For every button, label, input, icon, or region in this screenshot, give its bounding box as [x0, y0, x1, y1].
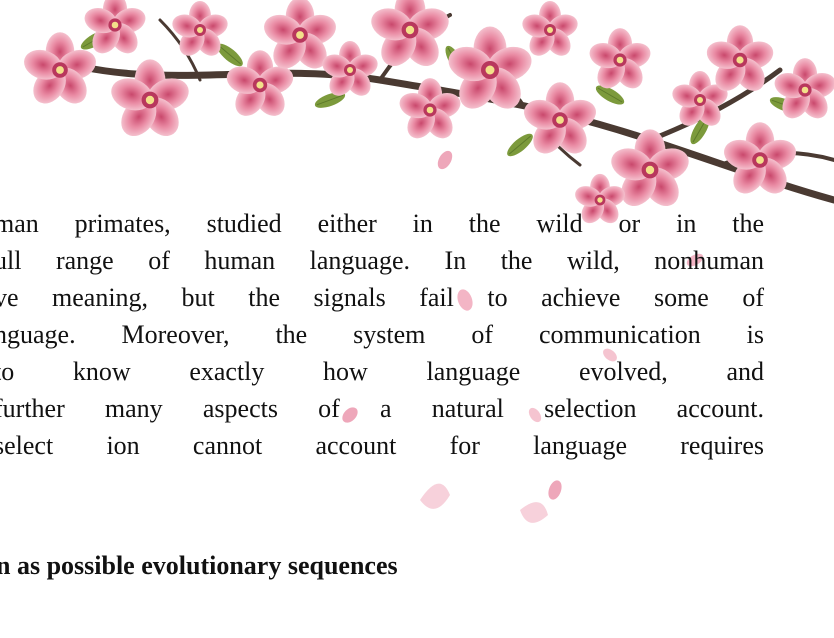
paragraph-line: ull range of human language. In the wild… [0, 246, 764, 275]
paragraph-line: man primates, studied either in the wild… [0, 209, 764, 238]
falling-petal-decoration [342, 150, 704, 523]
section-heading: n as possible evolutionary sequences [0, 551, 398, 580]
paragraph-line: further many aspects of a natural select… [0, 394, 764, 423]
paragraph-line: to know exactly how language evolved, an… [0, 357, 764, 386]
paragraph-line: select ion cannot account for language r… [0, 431, 764, 460]
body-paragraph: man primates, studied either in the wild… [0, 205, 764, 464]
paragraph-line: ve meaning, but the signals fail to achi… [0, 283, 764, 312]
paragraph-line: nguage. Moreover, the system of communic… [0, 320, 764, 349]
blossoms [20, 0, 834, 228]
